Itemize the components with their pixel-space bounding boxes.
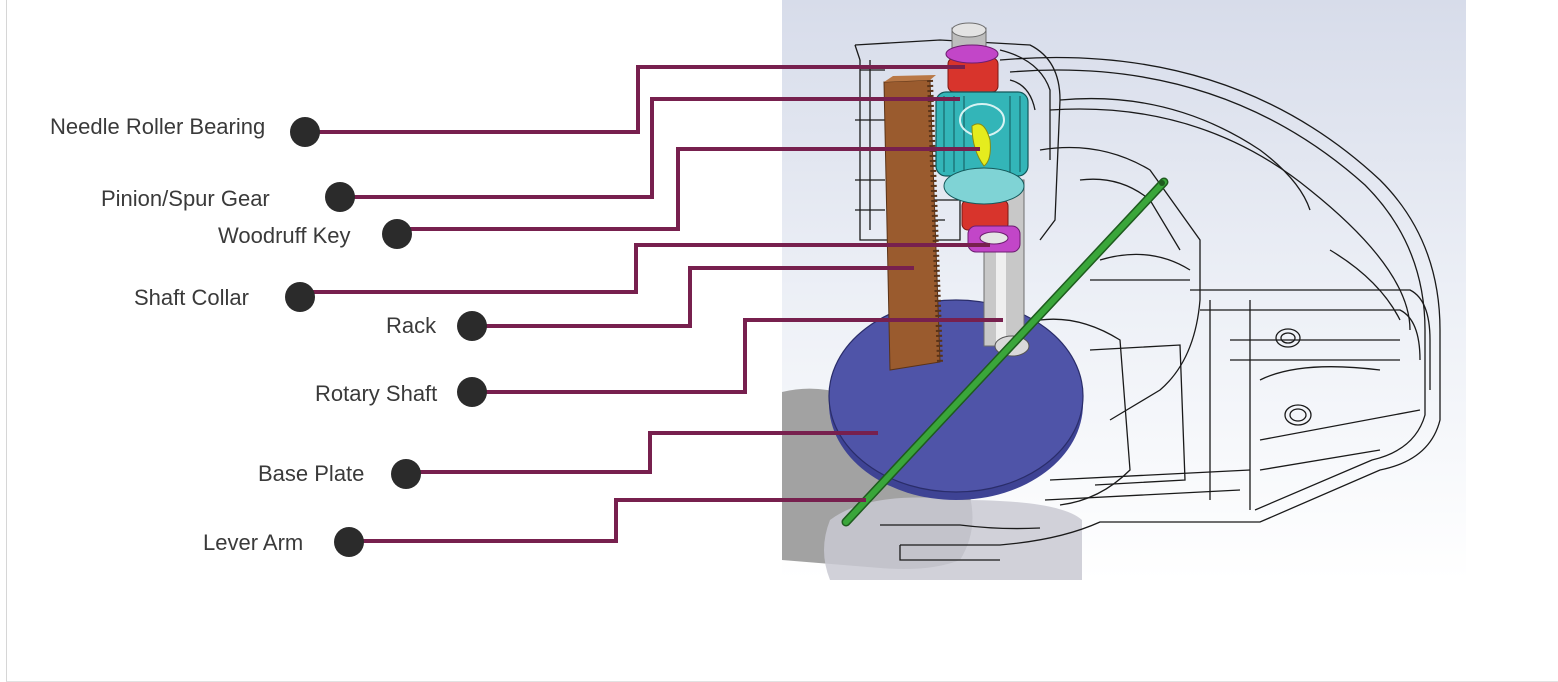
callout-label-pinion-spur-gear: Pinion/Spur Gear (101, 186, 270, 211)
callout-dot-rack (457, 311, 487, 341)
callout-label-base-plate: Base Plate (258, 461, 365, 486)
callout-label-rack: Rack (386, 313, 437, 338)
leader-line-lever (349, 498, 866, 543)
callout-dot-needle-roller-bearing (290, 117, 320, 147)
callout-dot-rotary-shaft (457, 377, 487, 407)
callout-label-lever-arm: Lever Arm (203, 530, 304, 555)
rack (883, 75, 943, 371)
callout-dot-base-plate (391, 459, 421, 489)
leader-line-shaft (472, 318, 1003, 394)
leader-line-bearing (305, 65, 965, 134)
leader-line-collar (300, 243, 990, 294)
leader-line-base (406, 431, 878, 474)
callout-dot-lever-arm (334, 527, 364, 557)
callout-label-shaft-collar: Shaft Collar (134, 285, 249, 310)
callout-label-rotary-shaft: Rotary Shaft (315, 381, 438, 406)
callout-dot-woodruff-key (382, 219, 412, 249)
callout-dot-pinion-spur-gear (325, 182, 355, 212)
callout-dot-shaft-collar (285, 282, 315, 312)
lever-arm (841, 177, 1169, 527)
leader-line-rack (472, 266, 914, 328)
leader-lines (300, 65, 1003, 543)
leader-line-key (397, 147, 980, 231)
callout-label-woodruff-key: Woodruff Key (218, 223, 351, 248)
callout-label-needle-roller-bearing: Needle Roller Bearing (50, 114, 266, 139)
leader-line-pinion (340, 97, 960, 199)
